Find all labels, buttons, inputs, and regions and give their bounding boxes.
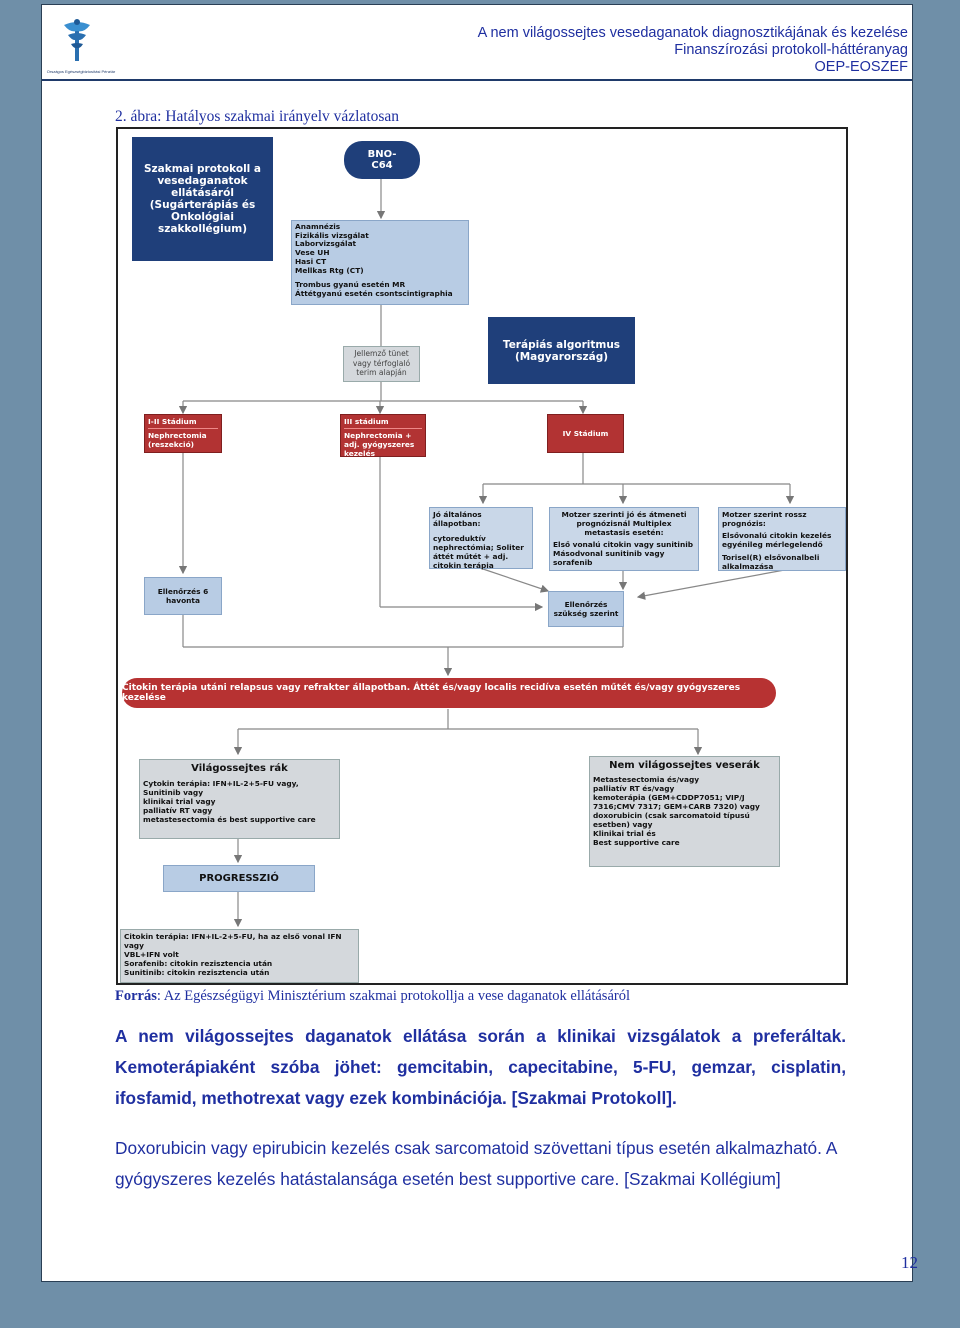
stage-3-body: Nephrectomia + adj. gyógyszeres kezelés xyxy=(344,431,415,458)
good-condition-box: Jó általános állapotban: cytoreduktív ne… xyxy=(429,507,533,570)
stage-3-title: III stádium xyxy=(344,417,389,426)
flowchart-diagram: Szakmai protokoll a vesedaganatok ellátá… xyxy=(116,127,848,985)
non-clear-cell-item: Klinikai trial és xyxy=(593,829,656,838)
exam-item: Vese UH xyxy=(295,248,330,258)
header-line-3: OEP-EOSZEF xyxy=(814,59,908,75)
motzer-poor-box: Motzer szerint rossz prognózis: Elsővona… xyxy=(718,507,846,571)
clear-cell-item: klinikai trial vagy xyxy=(143,797,216,806)
motzer-good-title: Motzer szerinti jó és átmeneti prognózis… xyxy=(561,510,687,537)
exam-extra: Trombus gyanú esetén MR xyxy=(295,280,406,290)
stage-4-box: IV Stádium xyxy=(547,414,624,453)
figure-title: 2. ábra: Hatályos szakmai irányelv vázla… xyxy=(115,108,400,125)
followup-as-needed: Ellenőrzés szükség szerint xyxy=(548,591,624,627)
non-clear-cell-item: doxorubicin (csak sarcomatoid típusú xyxy=(593,811,750,820)
figure-source: Forrás: Az Egészségügyi Minisztérium sza… xyxy=(115,988,630,1005)
stage-1-2-box: I-II Stádium Nephrectomia (reszekció) xyxy=(144,414,222,453)
clear-cell-item: palliatív RT vagy xyxy=(143,806,213,815)
source-label: Forrás xyxy=(115,988,157,1004)
source-text: : Az Egészségügyi Minisztérium szakmai p… xyxy=(156,988,630,1004)
header-line-2: Finanszírozási protokoll-háttéranyag xyxy=(674,42,908,58)
progression-therapy-box: Citokin terápia: IFN+IL-2+5-FU, ha az el… xyxy=(120,929,359,983)
paragraph-1: A nem világossejtes daganatok ellátása s… xyxy=(115,1026,846,1108)
good-condition-title: Jó általános állapotban: xyxy=(433,510,482,528)
progression-item: Sorafenib: citokin rezisztencia után xyxy=(124,959,273,968)
motzer-poor-body: Elsővonalú citokin kezelés egyénileg mér… xyxy=(722,531,832,549)
progression-item: Citokin terápia: IFN+IL-2+5-FU, ha az el… xyxy=(124,932,342,950)
clear-cell-item: Sunitinib vagy xyxy=(143,788,204,797)
document-page: Országos Egészségbiztosítási Pénztár A n… xyxy=(41,4,918,1282)
exam-item: Laborvizsgálat xyxy=(295,239,357,249)
non-clear-cell-item: esetben) vagy xyxy=(593,820,653,829)
header-title-block: A nem világossejtes vesedaganatok diagno… xyxy=(478,25,908,76)
symptom-box: Jellemző tünet vagy térfoglaló terim ala… xyxy=(343,346,420,382)
progression-item: VBL+IFN volt xyxy=(124,950,179,959)
protocol-box: Szakmai protokoll a vesedaganatok ellátá… xyxy=(132,137,273,261)
progression-box: PROGRESSZIÓ xyxy=(163,865,315,892)
bno-code-node: BNO- C64 xyxy=(344,141,420,179)
stage-3-box: III stádium Nephrectomia + adj. gyógysze… xyxy=(340,414,426,458)
good-condition-body: cytoreduktív nephrectómia; Soliter áttét… xyxy=(433,534,524,570)
logo-text: Országos Egészségbiztosítási Pénztár xyxy=(46,69,116,74)
stage-1-2-body: Nephrectomia (reszekció) xyxy=(148,431,207,449)
clear-cell-item: metastesectomia és best supportive care xyxy=(143,815,316,824)
exam-item: Fizikális vizsgálat xyxy=(295,230,369,240)
clear-cell-title: Világossejtes rák xyxy=(191,763,288,774)
exam-item: Mellkas Rtg (CT) xyxy=(295,265,364,275)
oep-logo: Országos Egészségbiztosítási Pénztár xyxy=(46,17,115,74)
non-clear-cell-item: Metastesectomia és/vagy xyxy=(593,775,700,784)
paragraph-2: Doxorubicin vagy epirubicin kezelés csak… xyxy=(115,1138,837,1189)
relapse-banner: Citokin terápia utáni relapsus vagy refr… xyxy=(122,678,776,708)
exam-item: Anamnézis xyxy=(295,222,341,231)
stage-1-2-title: I-II Stádium xyxy=(148,417,197,426)
progression-item: Sunitinib: citokin rezisztencia után xyxy=(124,968,270,977)
clear-cell-box: Világossejtes rák Cytokin terápia: IFN+I… xyxy=(139,759,340,839)
motzer-good-box: Motzer szerinti jó és átmeneti prognózis… xyxy=(549,507,699,571)
non-clear-cell-item: palliatív RT és/vagy xyxy=(593,784,675,793)
non-clear-cell-title: Nem világossejtes veserák xyxy=(609,760,760,771)
non-clear-cell-item: 7316;CMV 7317; GEM+CARB 7320) vagy xyxy=(593,802,760,811)
page-number: 12 xyxy=(901,1253,918,1272)
motzer-poor-body-2: Torisel(R) elsővonalbeli alkalmazása xyxy=(722,553,820,571)
non-clear-cell-item: Best supportive care xyxy=(593,838,680,847)
page-header: Országos Egészségbiztosítási Pénztár A n… xyxy=(42,5,912,81)
non-clear-cell-box: Nem világossejtes veserák Metastesectomi… xyxy=(589,756,780,867)
followup-6-months: Ellenőrzés 6 havonta xyxy=(144,577,222,615)
motzer-poor-title: Motzer szerint rossz prognózis: xyxy=(722,510,807,528)
motzer-good-body: Első vonalú citokin vagy sunitinib Másod… xyxy=(553,540,694,567)
non-clear-cell-item: kemoterápia (GEM+CDDP7051; VIP/J xyxy=(593,793,745,802)
examinations-box: Anamnézis Fizikális vizsgálat Laborvizsg… xyxy=(291,220,469,305)
clear-cell-item: Cytokin terápia: IFN+IL-2+5-FU vagy, xyxy=(143,779,299,788)
exam-extra: Áttétgyanú esetén csontscintigraphia xyxy=(295,288,453,298)
exam-item: Hasi CT xyxy=(295,256,327,266)
header-line-1: A nem világossejtes vesedaganatok diagno… xyxy=(477,25,908,41)
therapy-algorithm-box: Terápiás algoritmus (Magyarország) xyxy=(488,317,635,384)
